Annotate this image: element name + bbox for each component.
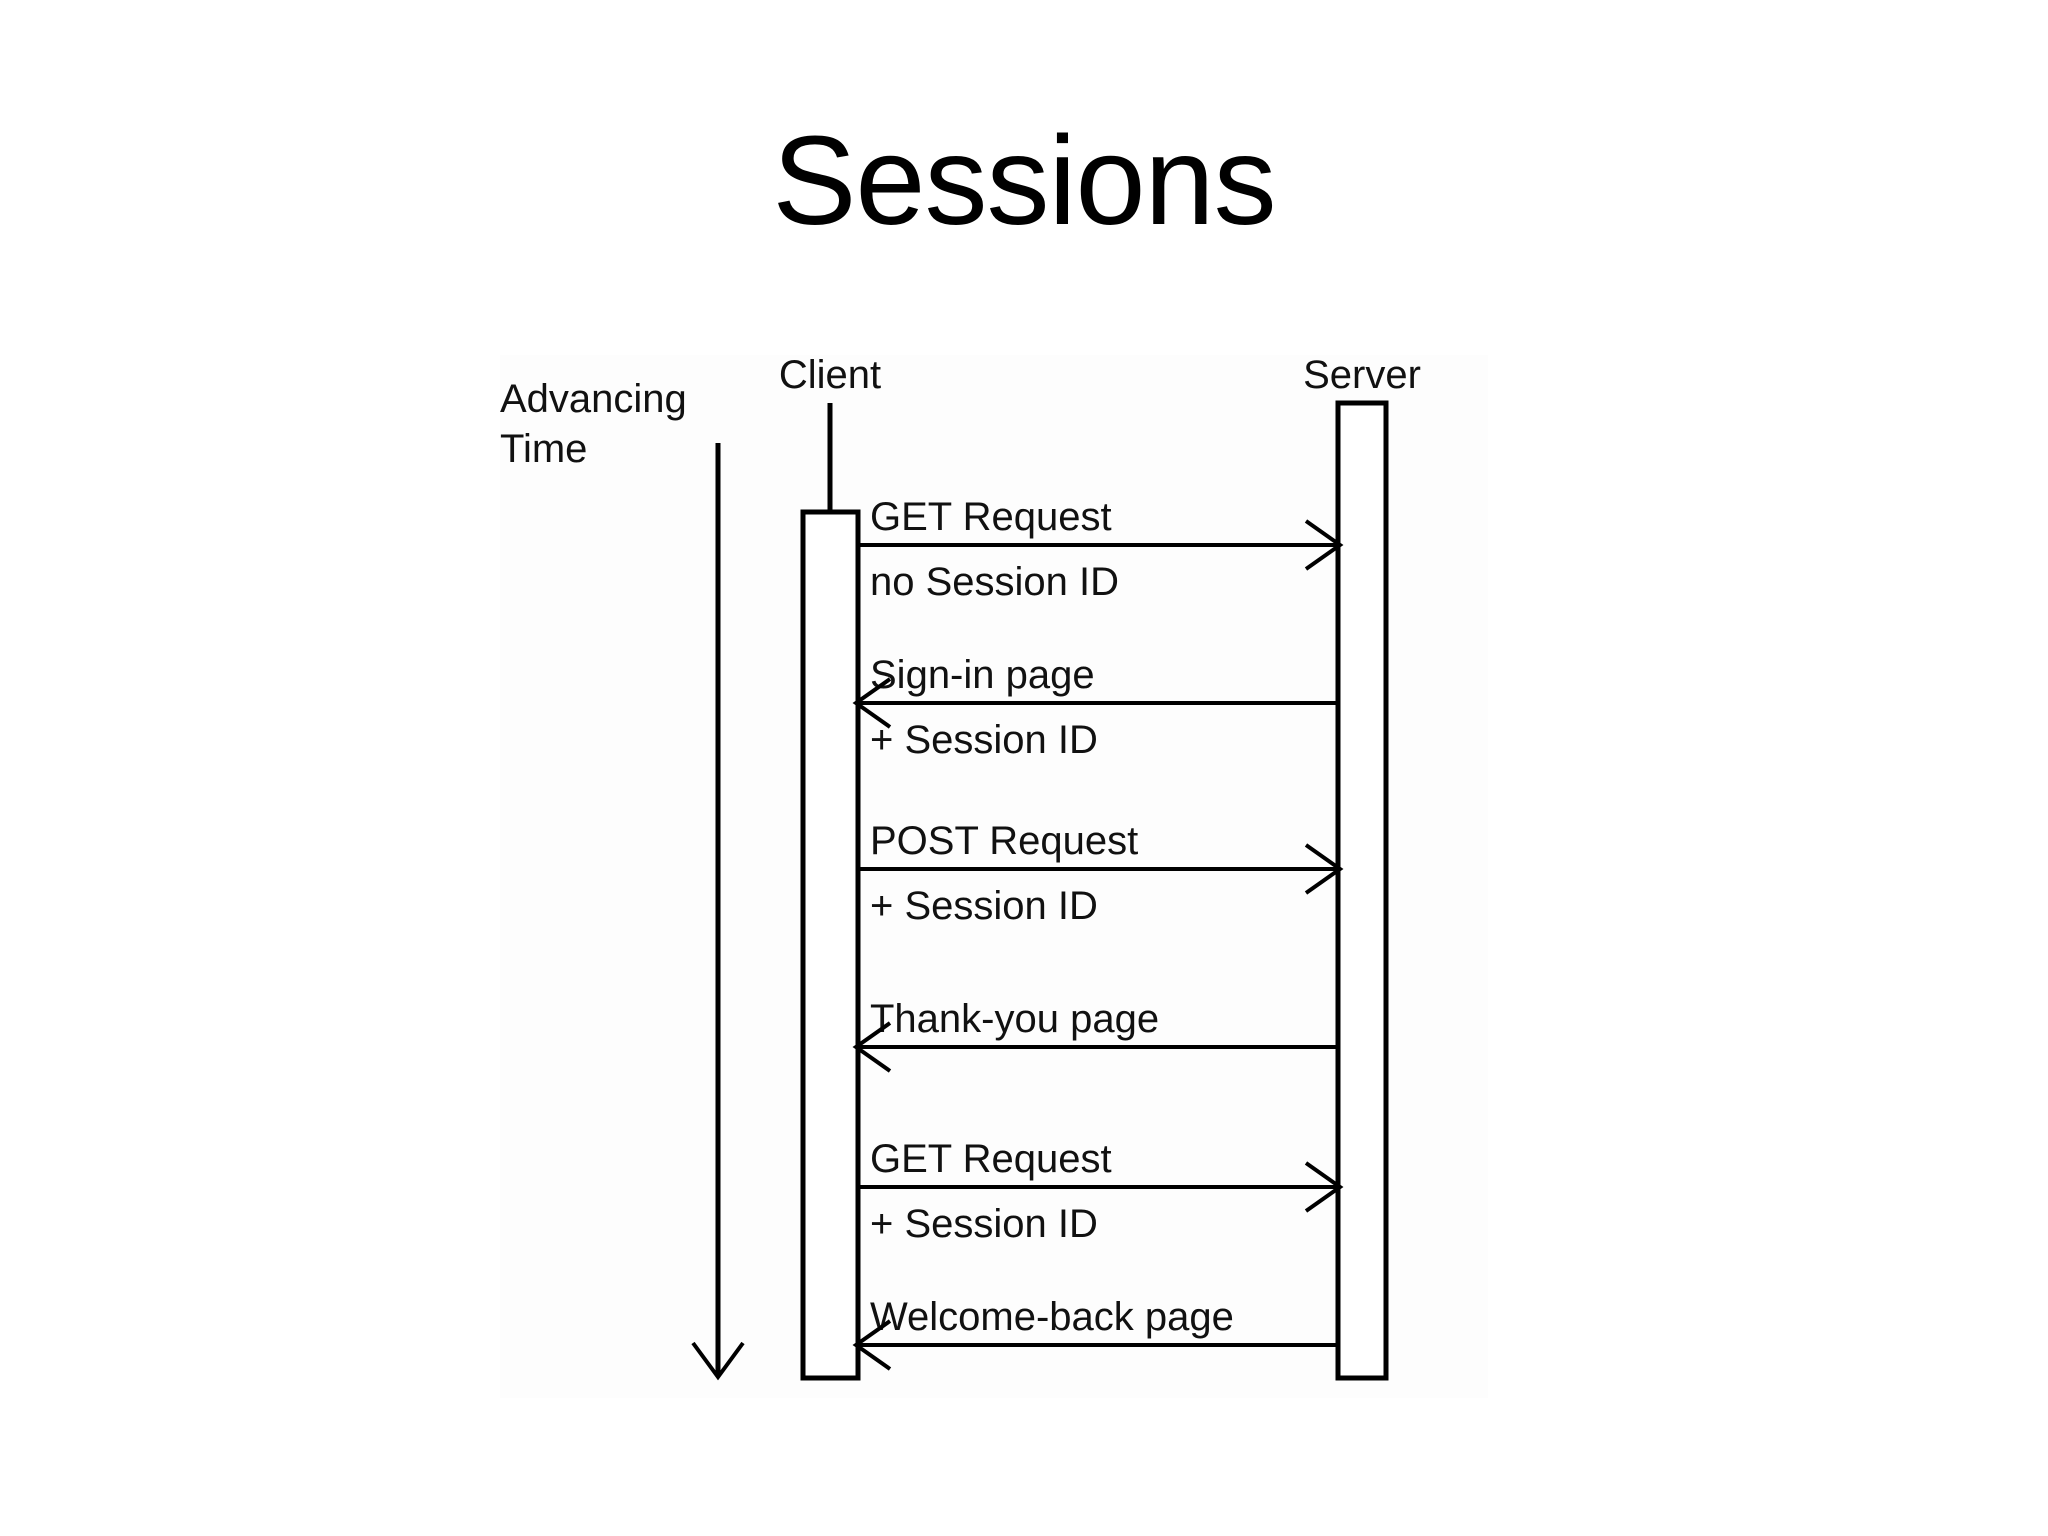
message-2: Sign-in page + Session ID xyxy=(852,653,1338,762)
sequence-diagram-image: Advancing Time Client Server GET Request xyxy=(500,353,1488,1398)
message-2-label-above: Sign-in page xyxy=(870,653,1095,697)
advancing-time-axis: Advancing Time xyxy=(500,377,745,1381)
message-3-label-below: + Session ID xyxy=(870,884,1098,928)
message-2-label-below: + Session ID xyxy=(870,718,1098,762)
advancing-time-arrowhead-icon xyxy=(691,1341,745,1381)
message-3: POST Request + Session ID xyxy=(858,819,1344,928)
advancing-time-label-line1: Advancing xyxy=(500,377,687,421)
message-2-arrowhead-icon xyxy=(852,677,892,729)
message-4: Thank-you page xyxy=(852,997,1338,1073)
message-4-arrowhead-icon xyxy=(852,1021,892,1073)
message-1: GET Request no Session ID xyxy=(858,495,1344,604)
message-5: GET Request + Session ID xyxy=(858,1137,1344,1246)
lifeline-server: Server xyxy=(1303,353,1421,1381)
lifeline-label-client: Client xyxy=(779,353,881,397)
message-5-arrowhead-icon xyxy=(1304,1161,1344,1213)
message-6: Welcome-back page xyxy=(852,1295,1338,1371)
message-4-label-above: Thank-you page xyxy=(870,997,1159,1041)
message-5-label-above: GET Request xyxy=(870,1137,1112,1181)
advancing-time-label-line2: Time xyxy=(500,427,587,471)
client-activation-box xyxy=(800,509,861,1381)
message-1-label-below: no Session ID xyxy=(870,560,1119,604)
message-3-arrowhead-icon xyxy=(1304,843,1344,895)
lifeline-client: Client xyxy=(779,353,881,1381)
message-3-label-above: POST Request xyxy=(870,819,1138,863)
page-title: Sessions xyxy=(772,110,1276,251)
message-5-label-below: + Session ID xyxy=(870,1202,1098,1246)
server-activation-box xyxy=(1335,400,1389,1381)
message-6-arrowhead-icon xyxy=(852,1319,892,1371)
sequence-diagram-svg: Advancing Time Client Server GET Request xyxy=(500,353,1421,1381)
message-1-label-above: GET Request xyxy=(870,495,1112,539)
message-1-arrowhead-icon xyxy=(1304,519,1344,571)
message-6-label-above: Welcome-back page xyxy=(870,1295,1234,1339)
lifeline-label-server: Server xyxy=(1303,353,1421,397)
